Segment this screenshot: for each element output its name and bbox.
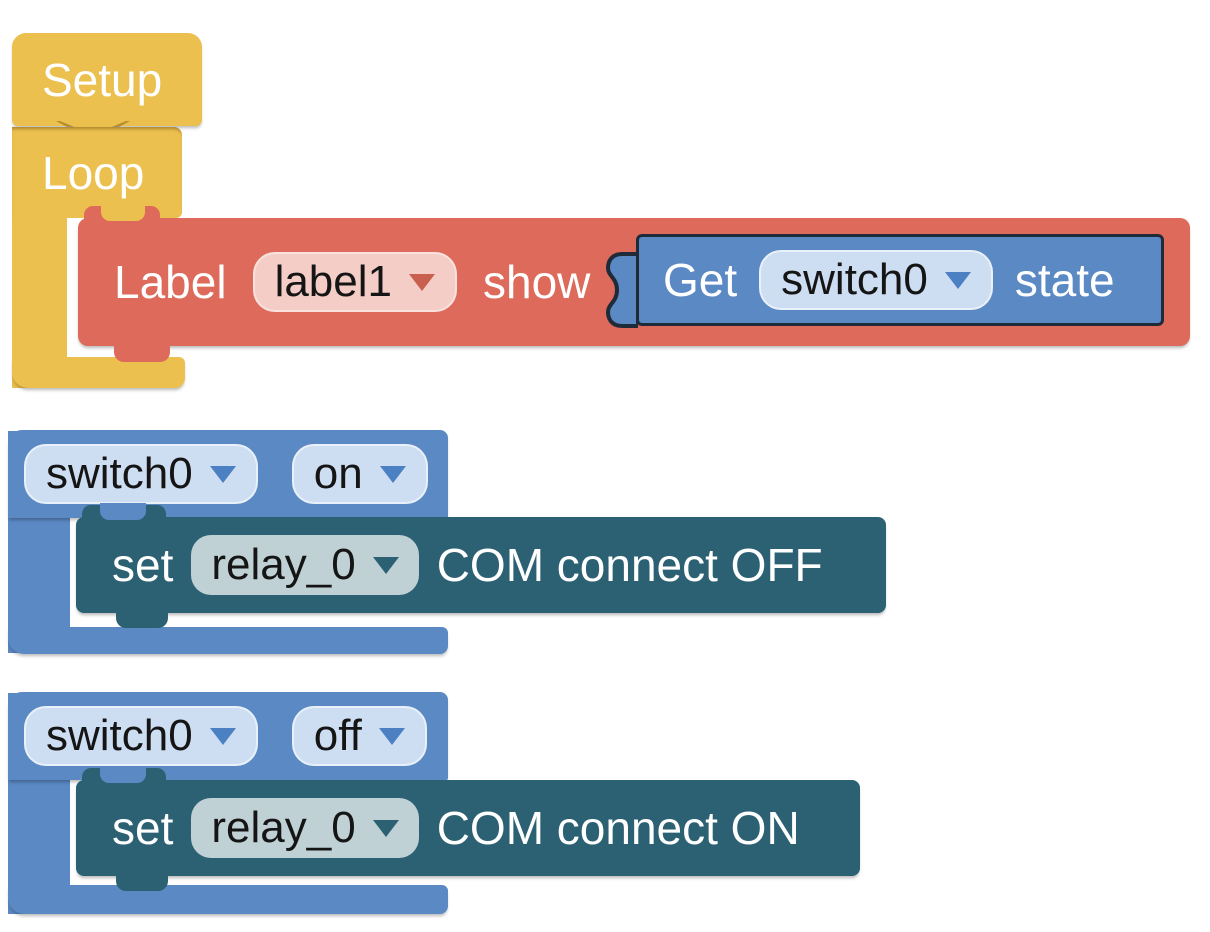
label-dropdown[interactable]: label1 xyxy=(252,252,457,312)
set-text: set xyxy=(112,802,174,854)
puzzle-tab-icon xyxy=(605,252,638,328)
loop-label: Loop xyxy=(42,146,145,199)
event-on-block-header[interactable]: switch0 on xyxy=(8,430,448,518)
get-state-block[interactable]: Get switch0 state xyxy=(636,234,1164,326)
label-text: Label xyxy=(114,256,227,308)
dropdown-value: switch0 xyxy=(46,449,193,498)
connector-bump xyxy=(116,875,168,891)
setup-label: Setup xyxy=(42,53,163,106)
show-text: show xyxy=(483,256,591,308)
dropdown-arrow-icon xyxy=(378,727,405,745)
dropdown-value: switch0 xyxy=(46,711,193,760)
dropdown-value: relay_0 xyxy=(211,803,356,852)
action-text: COM connect OFF xyxy=(436,539,823,591)
dropdown-value: off xyxy=(313,711,362,760)
event-on-block-foot[interactable] xyxy=(8,627,448,654)
set-relay-on-block[interactable]: set relay_0 COM connect ON xyxy=(76,780,860,876)
dropdown-arrow-icon xyxy=(372,556,399,574)
dropdown-arrow-icon xyxy=(209,465,236,483)
loop-block-foot[interactable] xyxy=(12,357,185,388)
setup-block[interactable]: Setup xyxy=(12,33,202,126)
dropdown-arrow-icon xyxy=(372,819,399,837)
action-text: COM connect ON xyxy=(436,802,800,854)
dropdown-value: relay_0 xyxy=(211,540,356,589)
connector-notch xyxy=(101,204,145,221)
switch-dropdown[interactable]: switch0 xyxy=(759,250,993,310)
dropdown-arrow-icon xyxy=(409,273,435,291)
get-text: Get xyxy=(663,254,738,306)
dropdown-value: label1 xyxy=(274,257,392,306)
event-device-dropdown[interactable]: switch0 xyxy=(24,706,258,766)
dropdown-arrow-icon xyxy=(379,465,406,483)
loop-block-header[interactable]: Loop xyxy=(12,127,182,218)
connector-notch xyxy=(100,766,146,783)
dropdown-arrow-icon xyxy=(944,271,971,289)
event-off-block-foot[interactable] xyxy=(8,885,448,914)
connector-notch-fill xyxy=(60,121,126,132)
event-state-dropdown[interactable]: off xyxy=(291,706,427,766)
event-off-block-header[interactable]: switch0 off xyxy=(8,692,448,780)
relay-dropdown[interactable]: relay_0 xyxy=(191,798,419,858)
dropdown-value: on xyxy=(313,449,363,498)
relay-dropdown[interactable]: relay_0 xyxy=(191,535,419,595)
event-state-dropdown[interactable]: on xyxy=(291,444,428,504)
set-relay-off-block[interactable]: set relay_0 COM connect OFF xyxy=(76,517,886,613)
dropdown-value: switch0 xyxy=(781,255,928,304)
connector-notch xyxy=(100,503,146,520)
event-device-dropdown[interactable]: switch0 xyxy=(24,444,258,504)
set-text: set xyxy=(112,539,174,591)
connector-bump xyxy=(114,344,170,362)
connector-bump xyxy=(116,612,168,628)
dropdown-arrow-icon xyxy=(209,727,236,745)
state-text: state xyxy=(1014,254,1115,306)
